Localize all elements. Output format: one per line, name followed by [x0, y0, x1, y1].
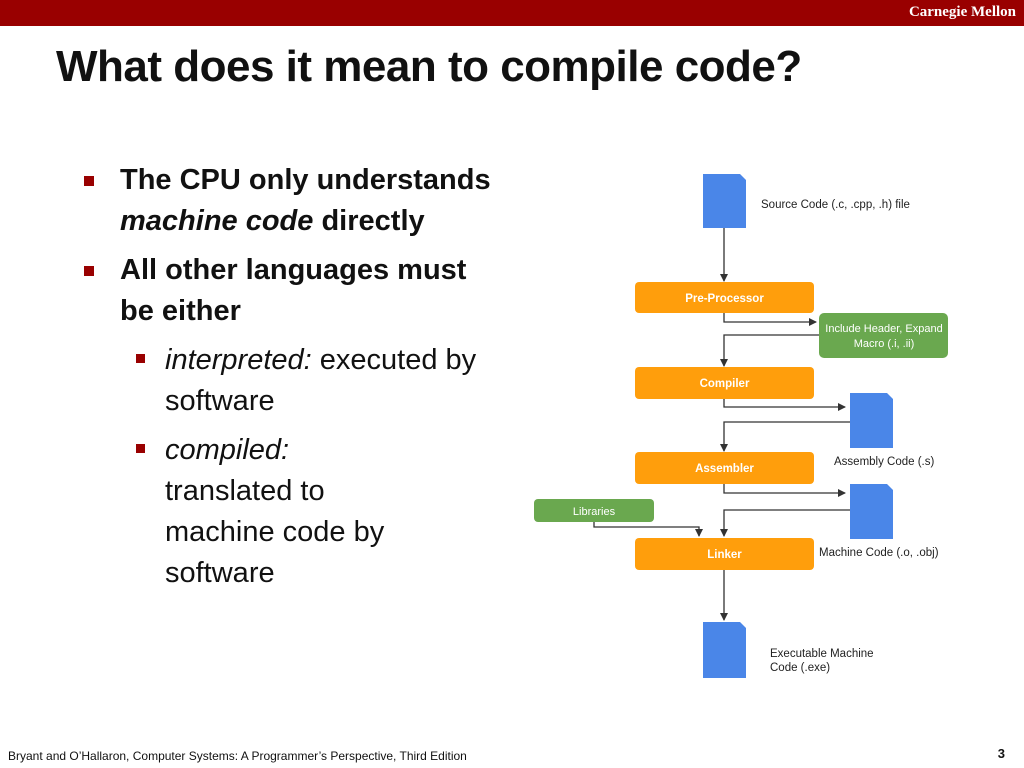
page-number: 3: [997, 746, 1005, 761]
arrow-assemblycode-to-assembler: [720, 421, 872, 452]
arrow-libraries-to-linker: [593, 522, 703, 537]
brand-label: Carnegie Mellon: [908, 4, 1016, 20]
arrow-preprocessor-to-include: [723, 313, 817, 326]
linker-box: [635, 538, 814, 570]
sub-bullet-interpreted-term: interpreted:: [165, 344, 312, 376]
arrow-machinecode-to-linker: [720, 509, 872, 538]
bullet-languages-text: All other languages must be either: [120, 254, 467, 327]
sub-bullet-compiled: compiled: translated to machine code by …: [136, 430, 405, 594]
arrow-compiler-to-assemblycode: [723, 399, 846, 411]
libraries-box: [534, 499, 654, 522]
linker-label: Linker: [707, 549, 742, 561]
machine-file-icon: [850, 484, 893, 539]
include-note-line1: Include Header, Expand: [825, 323, 942, 335]
sub-bullet-interpreted-text: executed by software: [165, 344, 477, 417]
include-note-line2: Macro (.i, .ii): [854, 338, 915, 350]
compiler-label: Compiler: [700, 378, 750, 390]
step-boxes: [534, 282, 948, 570]
bullet-languages: All other languages must be either: [84, 250, 524, 332]
machine-code-label: Machine Code (.o, .obj): [819, 547, 939, 559]
slide-title: What does it mean to compile code?: [56, 42, 802, 91]
preprocessor-box: [635, 282, 814, 313]
executable-label-line2: Code (.exe): [770, 662, 830, 674]
bullet-list: The CPU only understands machine code di…: [84, 160, 524, 602]
assembler-box: [635, 452, 814, 484]
file-icons: [703, 174, 893, 678]
sub-bullet-interpreted: interpreted: executed by software: [136, 340, 524, 422]
bullet-cpu-tail: directly: [321, 205, 425, 237]
arrow-assembler-to-machinecode: [723, 484, 846, 497]
footer-citation: Bryant and O’Hallaron, Computer Systems:…: [8, 749, 467, 763]
bullet-cpu-emphasis: machine code: [120, 205, 314, 237]
assembler-label: Assembler: [695, 463, 754, 475]
source-code-label: Source Code (.c, .cpp, .h) file: [761, 199, 910, 211]
compiler-box: [635, 367, 814, 399]
assembly-file-icon: [850, 393, 893, 448]
assembly-code-label: Assembly Code (.s): [834, 456, 935, 468]
sub-bullet-compiled-text: translated to machine code by software: [165, 475, 385, 589]
sub-bullet-compiled-term: compiled:: [165, 434, 290, 466]
top-bar: Carnegie Mellon: [0, 0, 1024, 26]
executable-label-line1: Executable Machine: [770, 648, 874, 660]
executable-file-icon: [703, 622, 746, 678]
libraries-label: Libraries: [573, 506, 616, 518]
preprocessor-label: Pre-Processor: [685, 293, 764, 305]
bullet-cpu: The CPU only understands machine code di…: [84, 160, 524, 242]
source-file-icon: [703, 174, 746, 228]
include-note-box: [819, 313, 948, 358]
bullet-cpu-text: The CPU only understands: [120, 164, 491, 196]
